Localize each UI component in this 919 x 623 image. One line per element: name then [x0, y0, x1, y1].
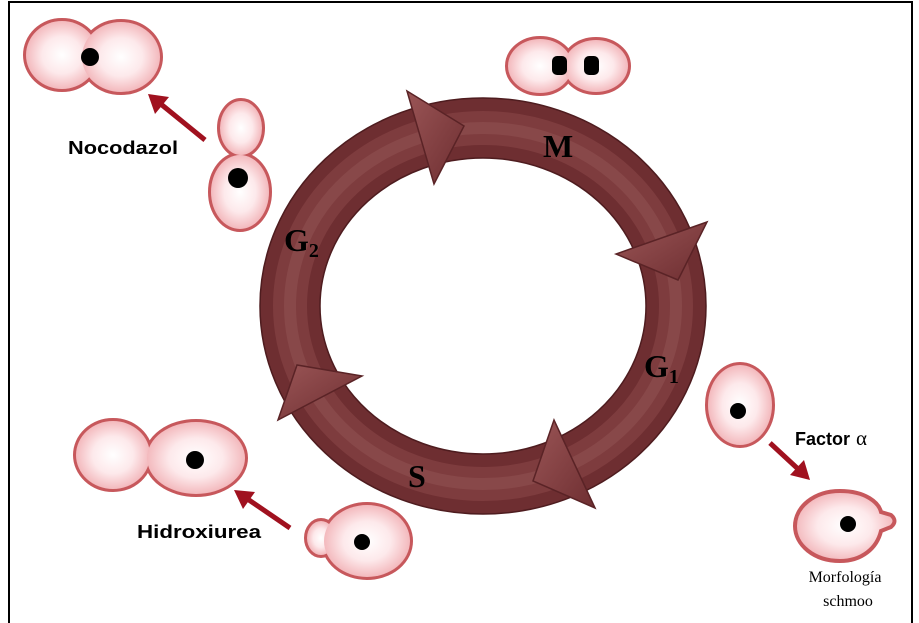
nocodazol-budding-cell	[210, 100, 270, 230]
hidroxiurea-label: Hidroxiurea	[137, 522, 262, 542]
factor-word: Factor	[795, 429, 850, 449]
nucleus	[840, 516, 856, 532]
phase-label-g2-subscript: 2	[309, 240, 319, 262]
nocodazol-arrow	[148, 94, 205, 140]
nocodazol-label: Nocodazol	[68, 138, 178, 158]
schmoo-caption-line2: schmoo	[823, 593, 873, 610]
mitotic-cell	[507, 38, 629, 94]
hidroxiurea-budding-cell	[306, 504, 411, 578]
phase-label-g2-letter: G	[284, 222, 309, 258]
schmoo-cell	[795, 491, 895, 561]
nucleus	[228, 168, 248, 188]
nucleus	[354, 534, 370, 550]
dividing-nucleus-right	[584, 56, 599, 75]
schmoo-caption-line1: Morfología	[809, 569, 882, 586]
phase-label-s: S	[408, 458, 426, 494]
nucleus	[186, 451, 204, 469]
dividing-nucleus-left	[552, 56, 567, 75]
alpha-symbol: α	[856, 426, 867, 450]
nocodazol-arrested-cell	[25, 20, 161, 93]
phase-label-m: M	[543, 128, 573, 164]
ring-band-highlight	[290, 128, 676, 484]
phase-label-g1-subscript: 1	[669, 366, 679, 388]
cell-cycle-ring	[260, 91, 707, 514]
phase-label-g1-letter: G	[644, 348, 669, 384]
ring-inner-edge	[320, 158, 646, 454]
g1-cell	[707, 364, 773, 446]
nucleus	[730, 403, 746, 419]
nucleus	[81, 48, 99, 66]
hidroxiurea-arrested-cell	[75, 420, 246, 495]
